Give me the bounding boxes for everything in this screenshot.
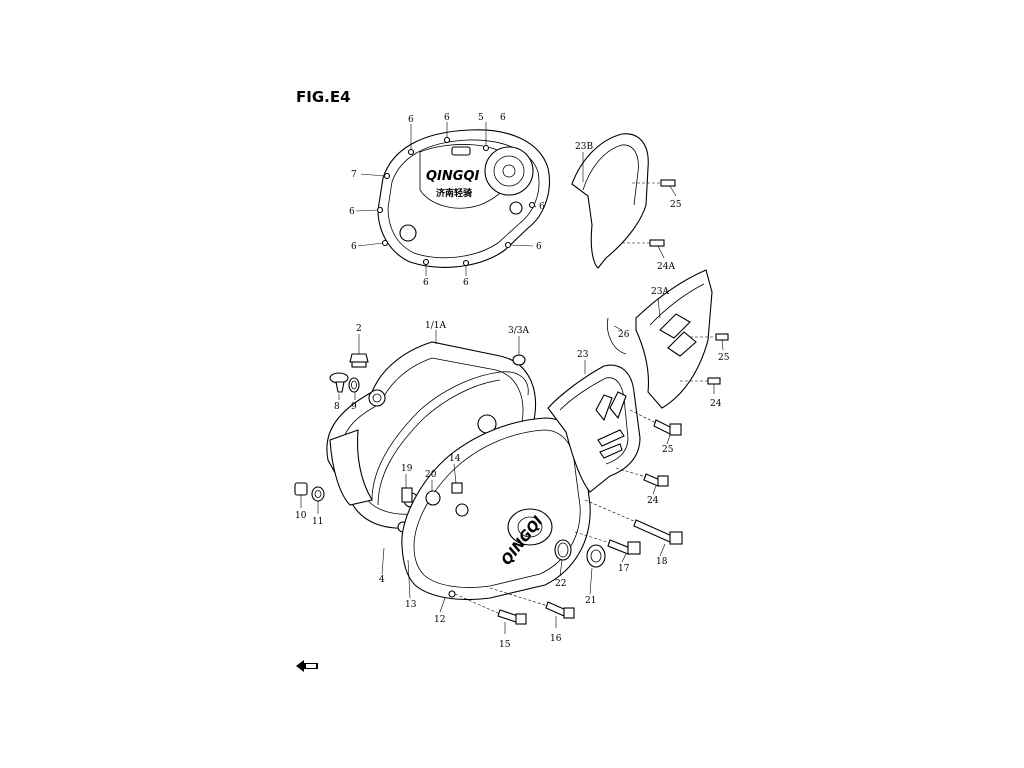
callout-7: 7 bbox=[351, 170, 357, 180]
callout-26: 26 bbox=[618, 330, 630, 340]
chain-guard-23 bbox=[547, 364, 641, 493]
front-arrow-icon bbox=[296, 660, 318, 672]
callout-11: 11 bbox=[312, 517, 323, 527]
callout-17: 17 bbox=[618, 564, 630, 574]
callout-6: 6 bbox=[423, 278, 429, 288]
callout-18: 18 bbox=[656, 557, 668, 567]
clutch-cover-brand-logo: QINGQI bbox=[426, 169, 479, 184]
callout-4: 4 bbox=[379, 575, 385, 585]
clutch-cover-assembly: QINGQI 济南轻骑 bbox=[376, 129, 551, 268]
top-cover-leaders bbox=[355, 122, 537, 276]
callout-1-1A: 1/1A bbox=[425, 321, 446, 331]
callout-6: 6 bbox=[408, 115, 414, 125]
small-parts-left bbox=[294, 353, 526, 506]
callout-2: 2 bbox=[356, 324, 362, 334]
callout-14: 14 bbox=[449, 454, 461, 464]
callout-12: 12 bbox=[434, 615, 445, 625]
callout-24: 24 bbox=[647, 496, 659, 506]
callout-labels: 6 6 5 6 7 6 6 6 6 6 6 23B 25 24A 23A 26 … bbox=[295, 113, 730, 650]
clutch-cover-brand-subtext: 济南轻骑 bbox=[436, 187, 472, 199]
callout-24: 24 bbox=[710, 399, 722, 409]
main-leaders bbox=[300, 152, 724, 634]
callout-9: 9 bbox=[351, 402, 357, 412]
gasket-13 bbox=[371, 371, 529, 506]
callout-6: 6 bbox=[351, 242, 357, 252]
callout-24A: 24A bbox=[657, 262, 675, 272]
callout-19: 19 bbox=[401, 464, 413, 474]
figure-title: FIG.E4 bbox=[296, 88, 351, 106]
callout-25: 25 bbox=[718, 353, 730, 363]
callout-13: 13 bbox=[405, 600, 417, 610]
callout-6: 6 bbox=[444, 113, 450, 123]
callout-23: 23 bbox=[577, 350, 589, 360]
callout-8: 8 bbox=[334, 402, 340, 412]
callout-21: 21 bbox=[585, 596, 596, 606]
callout-25: 25 bbox=[662, 445, 674, 455]
callout-3-3A: 3/3A bbox=[508, 326, 529, 336]
callout-6: 6 bbox=[463, 278, 469, 288]
bottom-bolts bbox=[454, 409, 683, 625]
callout-6: 6 bbox=[500, 113, 506, 123]
callout-23A: 23A bbox=[651, 287, 669, 297]
callout-22: 22 bbox=[555, 579, 566, 589]
callout-6: 6 bbox=[536, 242, 542, 252]
callout-6: 6 bbox=[539, 202, 545, 212]
callout-5: 5 bbox=[478, 113, 484, 123]
callout-10: 10 bbox=[295, 511, 307, 521]
magneto-cover: QINGQI bbox=[401, 417, 591, 601]
sprocket-cover-23B bbox=[571, 133, 676, 269]
callout-15: 15 bbox=[499, 640, 511, 650]
callout-16: 16 bbox=[550, 634, 562, 644]
callout-20: 20 bbox=[425, 470, 437, 480]
callout-6: 6 bbox=[349, 207, 355, 217]
callout-25: 25 bbox=[670, 200, 682, 210]
callout-23B: 23B bbox=[575, 142, 593, 152]
